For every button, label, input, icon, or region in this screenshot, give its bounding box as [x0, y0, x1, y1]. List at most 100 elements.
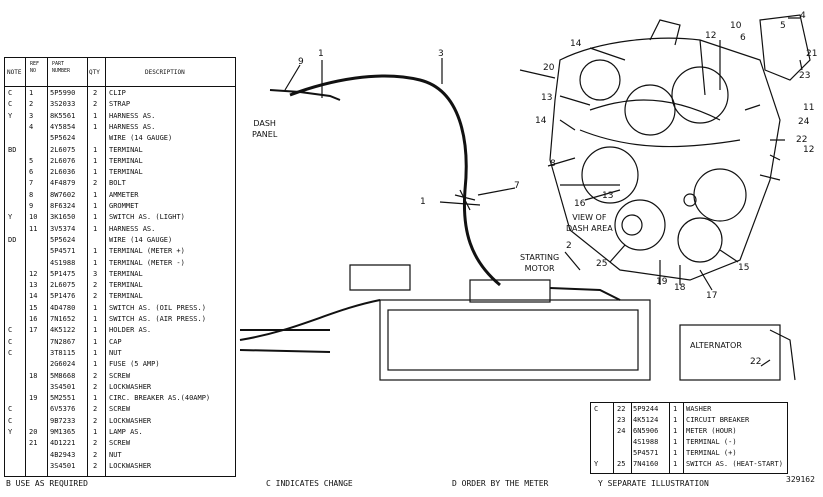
header-part: PART NUMBER — [52, 61, 71, 74]
cell-desc: SCREW — [109, 371, 131, 380]
cell-qty: 2 — [93, 405, 98, 414]
cell-ref: 16 — [29, 315, 38, 323]
cell-ref: 2 — [29, 100, 34, 109]
cell-part: 8F6324 — [50, 202, 76, 210]
cell-ref: 20 — [29, 428, 38, 436]
cell-desc: BOLT — [109, 179, 126, 188]
table-row: 8 8W7602 1 AMMETER — [5, 190, 235, 201]
cell-note: Y — [8, 213, 13, 222]
cell-note: C — [8, 326, 13, 335]
cell-part: 3K1650 — [50, 213, 76, 222]
cell-desc: FUSE (5 AMP) — [109, 360, 160, 369]
table-row: Y 10 3K1650 1 SWITCH AS. (LIGHT) — [5, 212, 235, 223]
callout-number: 14 — [570, 39, 582, 49]
cell-ref: 25 — [617, 460, 626, 468]
cell-ref: 23 — [617, 416, 626, 424]
cell-qty: 1 — [93, 348, 98, 357]
cell-desc: LOCKWASHER — [109, 416, 152, 425]
callout-number: 6 — [740, 33, 746, 43]
cell-desc: AMMETER — [109, 190, 139, 199]
cell-desc: HARNESS AS. — [109, 111, 156, 120]
cell-desc: STRAP — [109, 100, 131, 109]
cell-desc: TERMINAL (-) — [686, 438, 737, 446]
callout-number: 23 — [799, 71, 811, 81]
cell-ref: 7 — [29, 179, 34, 188]
callout-number: 17 — [706, 291, 718, 301]
cell-desc: CIRCUIT BREAKER — [686, 416, 750, 424]
callout-number: 13 — [602, 191, 614, 201]
callout-number: 14 — [535, 116, 547, 126]
cell-part: 4B2943 — [50, 450, 76, 459]
cell-qty: 2 — [93, 416, 98, 425]
cell-part: 5M8668 — [50, 371, 76, 380]
cell-ref: 5 — [29, 156, 34, 165]
cell-qty: 2 — [93, 371, 98, 380]
callout-number: 5 — [780, 21, 786, 31]
cell-desc: SCREW — [109, 439, 131, 448]
cell-ref: 9 — [29, 202, 34, 210]
cell-ref: 4 — [29, 122, 34, 131]
cell-note: Y — [8, 428, 13, 436]
cell-note: C — [8, 100, 13, 109]
cell-part: 8W7602 — [50, 190, 76, 199]
cell-part: 4D4780 — [50, 303, 76, 312]
callout-number: 2 — [566, 241, 572, 251]
callout-number: 13 — [541, 93, 553, 103]
starting-motor-label: STARTING MOTOR — [520, 253, 560, 273]
cell-desc: SWITCH AS. (LIGHT) — [109, 213, 185, 222]
cell-ref: 8 — [29, 190, 34, 199]
cell-desc: WIRE (14 GAUGE) — [109, 235, 173, 244]
cell-ref: 22 — [617, 405, 626, 413]
cell-qty: 1 — [93, 213, 98, 222]
cell-qty: 1 — [93, 360, 98, 369]
cell-qty: 1 — [93, 168, 98, 177]
callout-number: 21 — [806, 49, 818, 59]
cell-desc: SCREW — [109, 405, 131, 414]
cell-qty: 1 — [673, 416, 678, 424]
cell-note: C — [8, 337, 13, 346]
cell-part: 9M1365 — [50, 428, 76, 436]
callout-number: 18 — [674, 283, 686, 293]
footer-note-b: B USE AS REQUIRED — [6, 479, 88, 488]
cell-qty: 1 — [93, 315, 98, 323]
callout-number: 25 — [596, 259, 608, 269]
cell-qty: 1 — [93, 190, 98, 199]
cell-ref: 18 — [29, 371, 38, 380]
cell-desc: HARNESS AS. — [109, 122, 156, 131]
callout-number: 11 — [803, 103, 815, 113]
cell-part: 3V5374 — [50, 224, 76, 233]
callout-number: 7 — [514, 181, 520, 191]
table-row: 18 5M8668 2 SCREW — [5, 371, 235, 382]
callout-number: 19 — [656, 277, 668, 287]
cell-qty: 1 — [93, 156, 98, 165]
cell-desc: HARNESS AS. — [109, 224, 156, 233]
cell-qty: 2 — [93, 89, 98, 97]
table-header: NOTE REF NO PART NUMBER QTY DESCRIPTION — [5, 58, 235, 87]
cell-ref: 10 — [29, 213, 38, 222]
cell-desc: LAMP AS. — [109, 428, 143, 436]
cell-part: 4S1988 — [633, 438, 659, 446]
cell-part: 5P4571 — [633, 449, 659, 457]
cell-part: 2L6036 — [50, 168, 76, 177]
cell-part: 5M2551 — [50, 394, 76, 403]
cell-desc: METER (HOUR) — [686, 427, 737, 435]
figure-number: 329162 — [786, 475, 815, 484]
cell-qty: 1 — [93, 337, 98, 346]
